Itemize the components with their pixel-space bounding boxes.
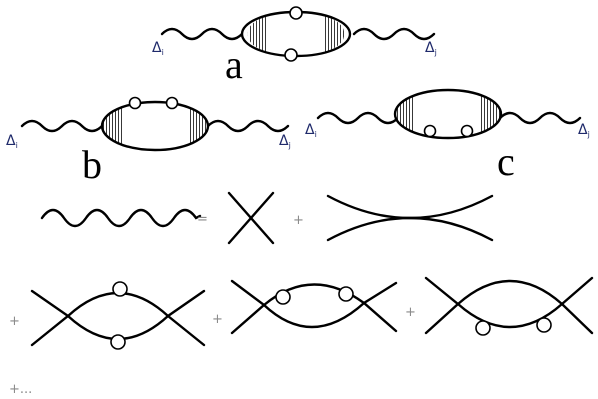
endpoint-label-right: Δj xyxy=(279,133,291,150)
bubble-diagram-dots-top xyxy=(230,279,398,335)
bubble-loop xyxy=(100,100,210,152)
wavy-line-right xyxy=(498,111,582,125)
diagram-b: Δi Δj b xyxy=(6,96,291,187)
vertex-dot-bottom xyxy=(284,48,298,62)
plus-sign: + xyxy=(293,213,304,228)
diagram-a: Δi Δj a xyxy=(152,6,437,87)
plus-sign: + xyxy=(9,314,20,329)
endpoint-label-right: Δj xyxy=(425,40,437,57)
expansion-row-2: + + + xyxy=(9,276,594,350)
wavy-line-propagator xyxy=(40,208,202,228)
diagram-label-a: a xyxy=(225,42,243,87)
bubble-diagram-dots-top-bottom xyxy=(30,281,206,350)
endpoint-label-right: Δj xyxy=(578,122,590,139)
bubble-diagram xyxy=(326,194,494,242)
diagram-label-c: c xyxy=(497,139,515,184)
endpoint-label-left: Δi xyxy=(152,40,164,57)
wavy-line-right xyxy=(352,27,436,41)
vertex-dot-bottom-right xyxy=(460,124,474,138)
expansion-row-1: = + xyxy=(40,191,494,245)
endpoint-label-left: Δi xyxy=(305,122,317,139)
continuation-ellipsis: +... xyxy=(9,382,32,397)
equals-sign: = xyxy=(197,212,208,227)
cross-vertex xyxy=(227,191,275,245)
diagram-label-b: b xyxy=(82,142,102,187)
plus-sign: + xyxy=(212,312,223,327)
bubble-diagram-dots-bottom xyxy=(424,276,594,336)
bubble-loop xyxy=(393,88,503,140)
vertex-dot-top-right xyxy=(165,96,179,110)
plus-sign: + xyxy=(405,305,416,320)
vertex-dot-top xyxy=(289,6,303,20)
endpoint-label-left: Δi xyxy=(6,133,18,150)
wavy-line-right xyxy=(206,119,290,133)
vertex-dot-bottom-left xyxy=(423,124,437,138)
vertex-dot-top-left xyxy=(128,96,142,110)
wavy-line-left xyxy=(160,27,250,41)
wavy-line-left xyxy=(20,119,104,133)
bubble-loop xyxy=(240,10,352,58)
diagram-c: Δi Δj c xyxy=(305,88,590,184)
wavy-line-left xyxy=(316,111,400,125)
